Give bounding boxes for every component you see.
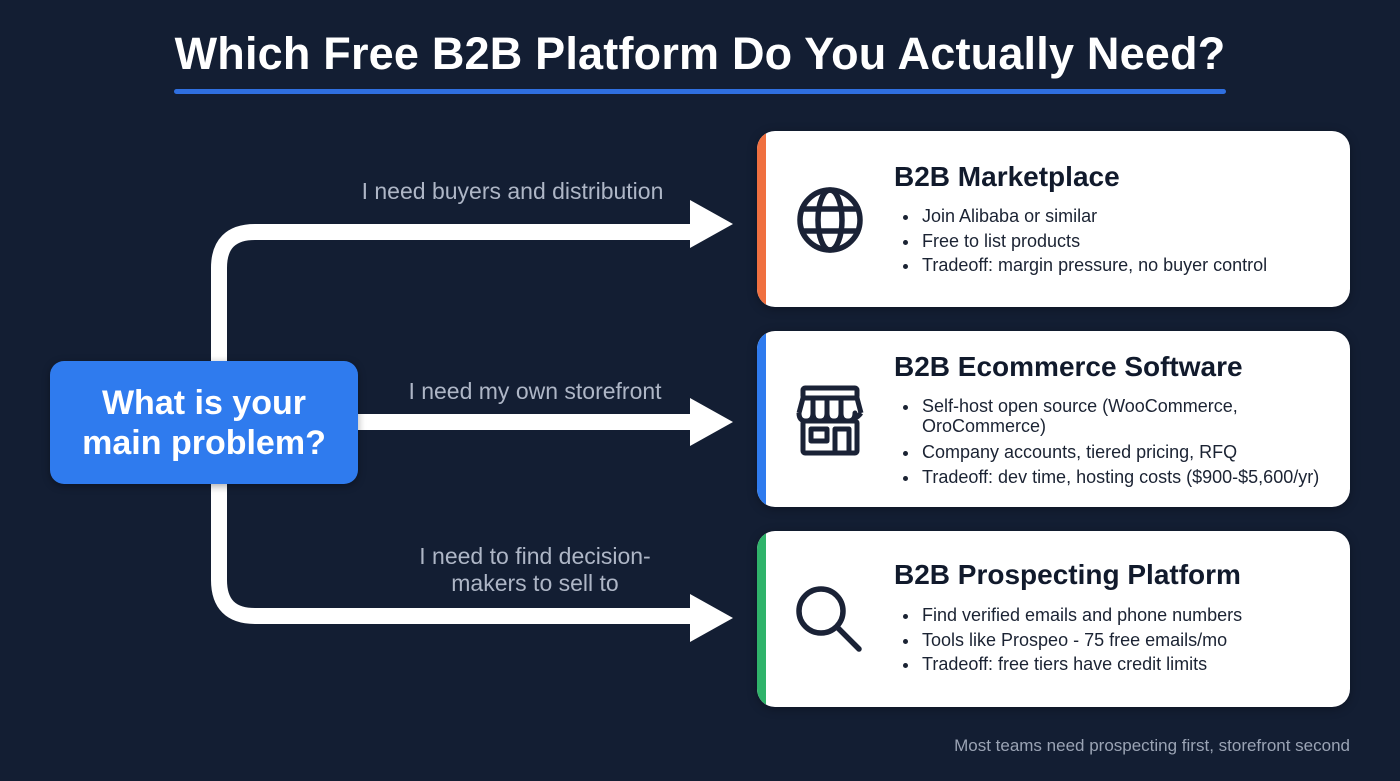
card-accent-blue	[757, 331, 766, 507]
card-bullets: Find verified emails and phone numbers T…	[902, 603, 1242, 677]
branch-label-prospecting: I need to find decision- makers to sell …	[419, 543, 651, 596]
question-line-2: main problem?	[82, 423, 326, 462]
bullet: Self-host open source (WooCommerce, OroC…	[920, 396, 1330, 436]
bullet: Tools like Prospeo - 75 free emails/mo	[920, 628, 1242, 653]
branch-label-marketplace: I need buyers and distribution	[361, 178, 664, 204]
bullet: Free to list products	[920, 229, 1267, 254]
card-b2b-ecommerce-software: B2B Ecommerce Software Self-host open so…	[757, 331, 1350, 507]
globe-icon	[797, 187, 863, 253]
bullet: Tradeoff: dev time, hosting costs ($900-…	[920, 465, 1330, 490]
branch-label-ecommerce: I need my own storefront	[408, 378, 662, 404]
card-b2b-prospecting-platform: B2B Prospecting Platform Find verified e…	[757, 531, 1350, 707]
question-box: What is your main problem?	[50, 361, 358, 484]
bullet: Tradeoff: margin pressure, no buyer cont…	[920, 253, 1267, 278]
bullet: Company accounts, tiered pricing, RFQ	[920, 440, 1330, 465]
card-bullets: Self-host open source (WooCommerce, OroC…	[902, 396, 1330, 489]
card-bullets: Join Alibaba or similar Free to list pro…	[902, 204, 1267, 278]
card-title: B2B Ecommerce Software	[894, 351, 1243, 382]
bullet: Join Alibaba or similar	[920, 204, 1267, 229]
arrow-prospecting	[211, 484, 692, 624]
arrowhead-ecommerce	[690, 398, 733, 446]
card-b2b-marketplace: B2B Marketplace Join Alibaba or similar …	[757, 131, 1350, 307]
bullet: Find verified emails and phone numbers	[920, 603, 1242, 628]
card-accent-orange	[757, 131, 766, 307]
footer-note: Most teams need prospecting first, store…	[954, 736, 1350, 755]
card-title: B2B Marketplace	[894, 161, 1120, 192]
bullet: Tradeoff: free tiers have credit limits	[920, 652, 1242, 677]
card-title: B2B Prospecting Platform	[894, 559, 1241, 590]
storefront-icon	[796, 385, 864, 456]
page-title: Which Free B2B Platform Do You Actually …	[174, 28, 1226, 79]
arrowhead-marketplace	[690, 200, 733, 248]
title-underline	[174, 89, 1226, 94]
arrow-marketplace	[211, 224, 692, 362]
arrowhead-prospecting	[690, 594, 733, 642]
search-icon	[796, 586, 862, 652]
card-accent-green	[757, 531, 766, 707]
question-line-1: What is your	[101, 383, 306, 422]
